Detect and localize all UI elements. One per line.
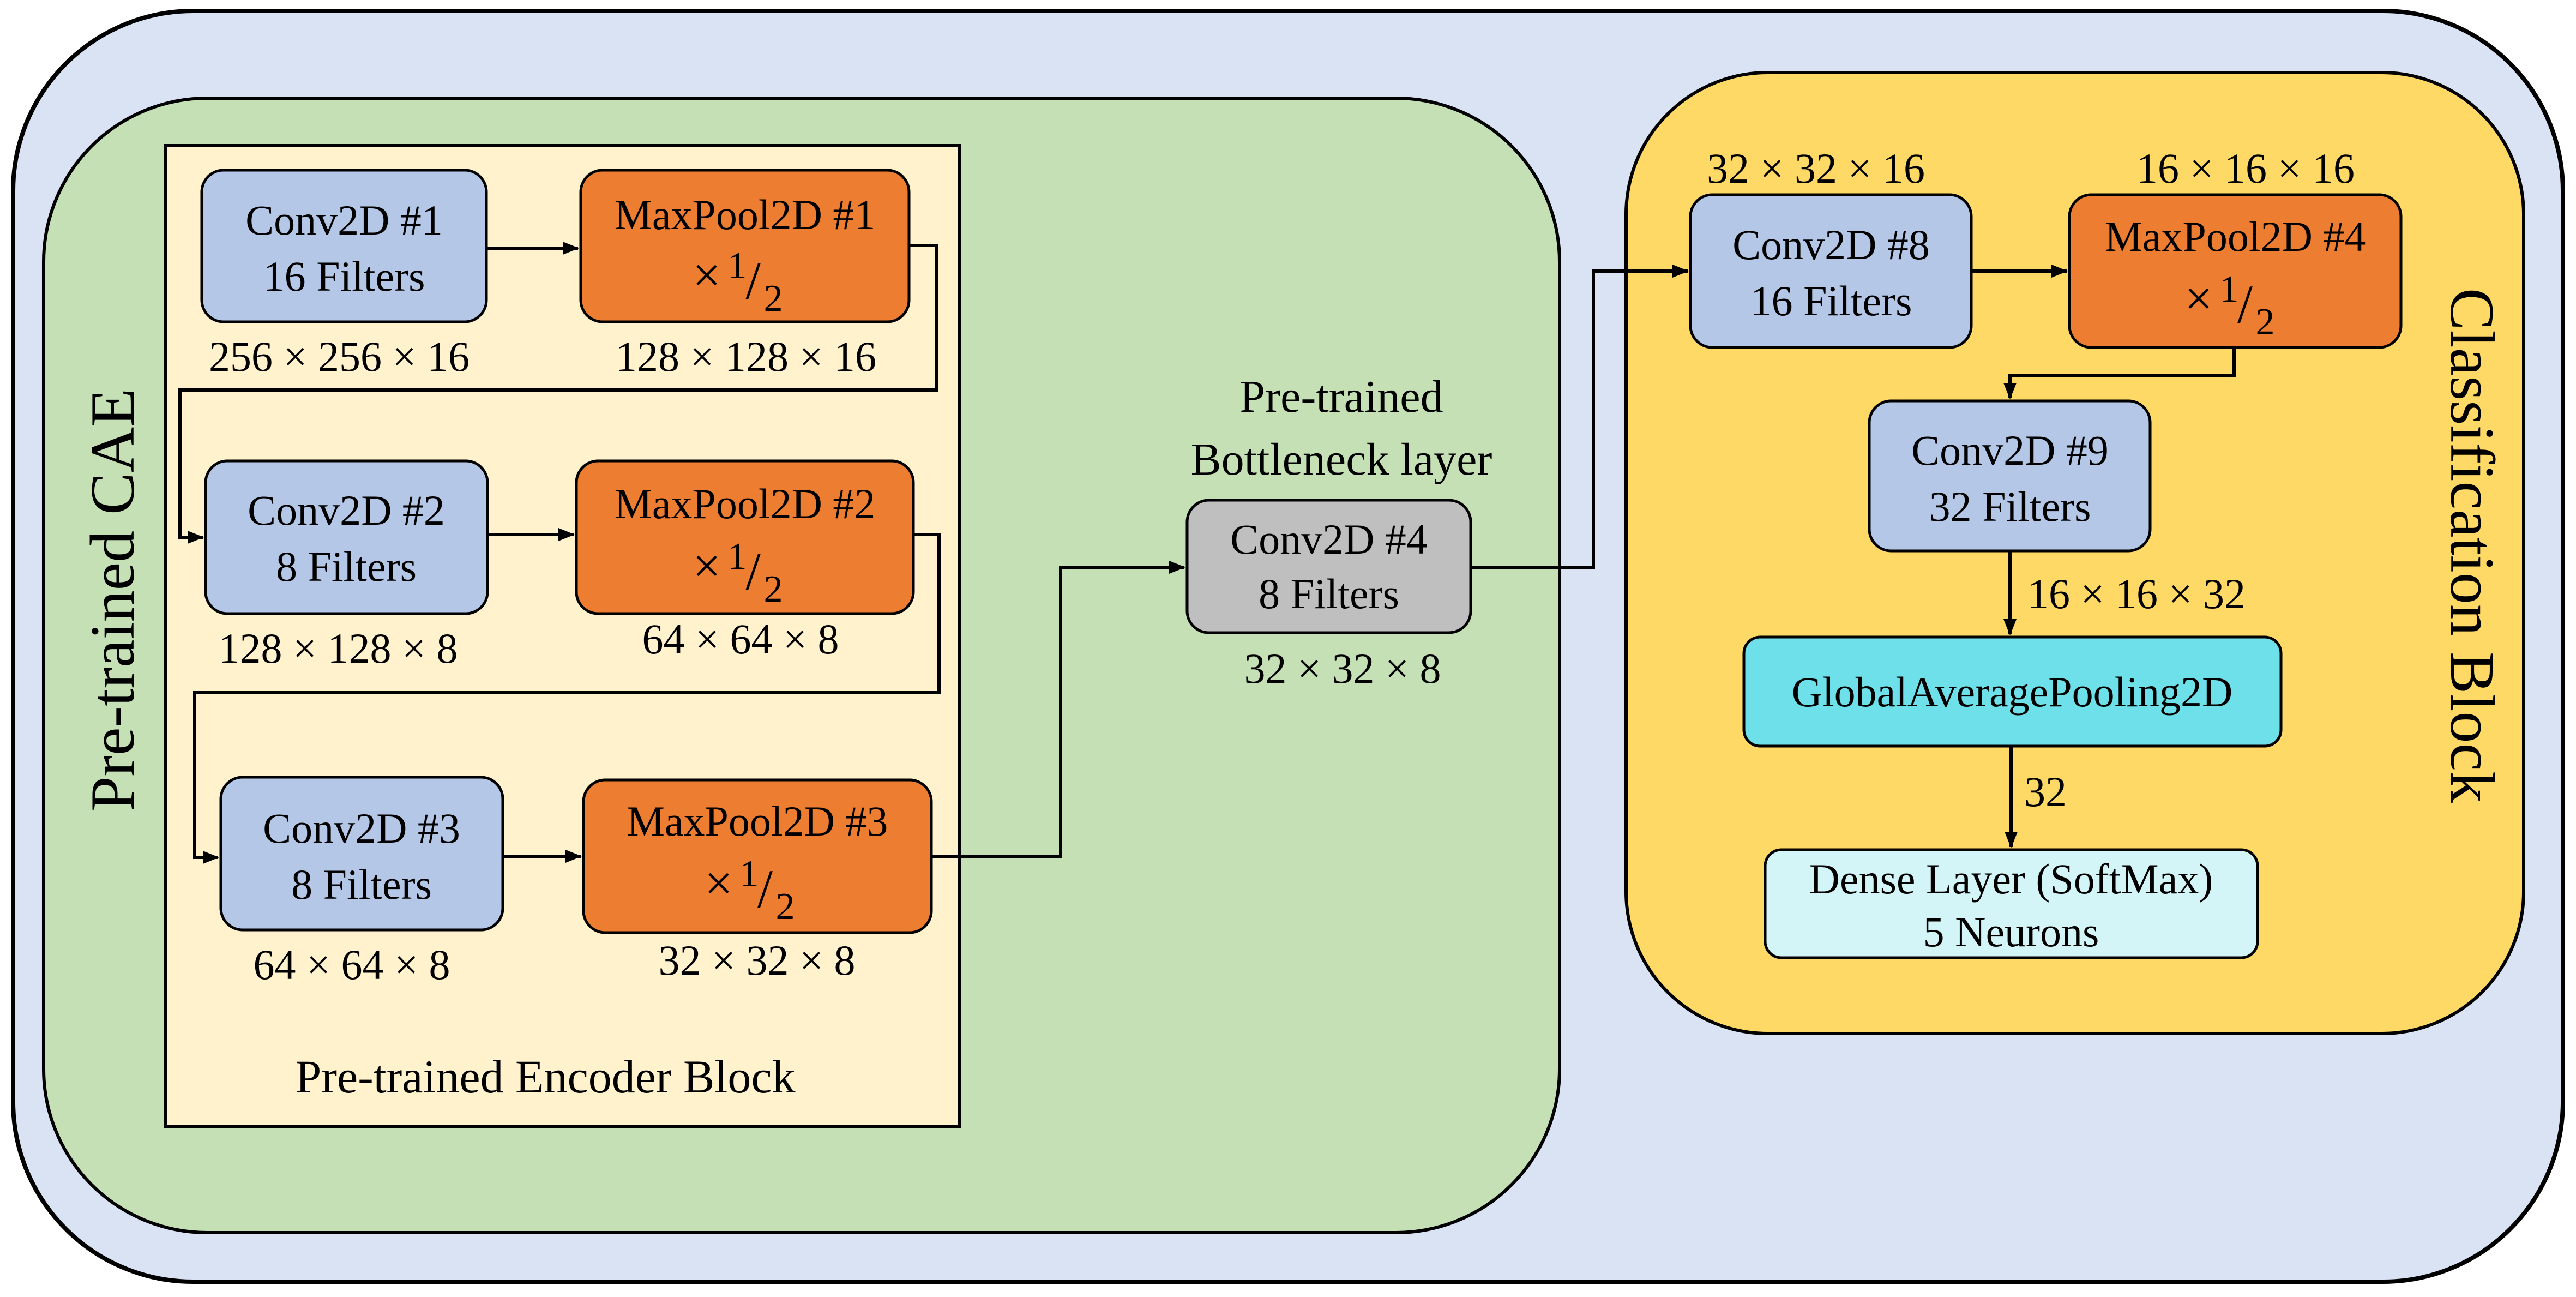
cae-side-label: Pre-trained CAE [78,388,148,812]
pool1-dim: 128 × 128 × 16 [616,333,876,380]
pool3-slash: / [757,858,773,919]
pool1-node: MaxPool2D #1 × 1 / 2 [579,169,911,323]
conv3-title: Conv2D #3 [263,804,460,852]
conv3-box [219,776,504,932]
pool4-title: MaxPool2D #4 [2105,213,2366,260]
bottleneck-title-line1: Pre-trained [1239,371,1443,422]
pool4-slash: / [2237,274,2253,334]
conv9-dim: 16 × 16 × 32 [2027,570,2246,617]
dense-neurons: 5 Neurons [1923,908,2099,956]
conv1-filters: 16 Filters [263,253,425,300]
conv8-title: Conv2D #8 [1732,221,1930,268]
conv1-node: Conv2D #1 16 Filters [200,169,488,323]
pool2-den: 2 [764,568,783,610]
edge-pool4-conv9 [2003,347,2236,399]
conv2-box [204,459,489,615]
dense-node: Dense Layer (SoftMax) 5 Neurons [1764,848,2259,959]
pool4-num: 1 [2220,268,2239,310]
conv4-title: Conv2D #4 [1230,515,1428,563]
conv1-box [200,169,488,323]
pool2-title: MaxPool2D #2 [615,480,876,527]
conv8-dim: 32 × 32 × 16 [1707,145,1925,192]
pool4-op: × [2184,271,2213,326]
conv3-filters: 8 Filters [291,861,432,908]
conv2-dim: 128 × 128 × 8 [219,625,458,672]
conv1-title: Conv2D #1 [245,196,443,244]
pool4-den: 2 [2256,301,2275,343]
conv4-filters: 8 Filters [1259,570,1399,617]
pool3-title: MaxPool2D #3 [627,797,888,845]
pool2-node: MaxPool2D #2 × 1 / 2 [575,459,915,615]
connectors [178,242,2236,864]
conv9-filters: 32 Filters [1929,483,2091,530]
conv2-filters: 8 Filters [276,543,417,590]
pool3-op: × [705,855,733,911]
conv1-dim: 256 × 256 × 16 [209,333,470,380]
edge-pool3-conv4 [931,561,1185,858]
pool4-node: MaxPool2D #4 × 1 / 2 [2068,193,2403,349]
conv8-filters: 16 Filters [1750,277,1912,325]
pool3-dim: 32 × 32 × 8 [659,936,856,984]
pool1-op: × [693,247,721,303]
conv9-node: Conv2D #9 32 Filters [1868,399,2152,553]
pool2-slash: / [745,541,761,602]
pool3-node: MaxPool2D #3 × 1 / 2 [582,778,933,934]
conv3-node: Conv2D #3 8 Filters [219,776,504,932]
pool2-box [575,459,915,615]
pool2-dim: 64 × 64 × 8 [642,615,839,663]
dense-box [1764,848,2259,959]
dense-title: Dense Layer (SoftMax) [1809,855,2213,903]
conv8-box [1689,193,1973,349]
bottleneck-title-line2: Bottleneck layer [1191,434,1492,485]
edge-pool1-conv2 [178,244,938,544]
pool1-slash: / [745,250,761,311]
conv4-node: Conv2D #4 8 Filters [1185,499,1472,634]
pool1-den: 2 [764,278,783,320]
gap-node: GlobalAveragePooling2D [1742,635,2283,748]
pool1-num: 1 [728,245,747,287]
pool2-num: 1 [728,536,747,578]
pool2-op: × [693,538,721,593]
conv9-title: Conv2D #9 [1911,427,2109,474]
conv4-dim: 32 × 32 × 8 [1244,645,1441,692]
edge-pool2-conv3 [193,533,941,864]
pool3-num: 1 [740,853,759,895]
gap-title: GlobalAveragePooling2D [1792,668,2233,716]
conv2-title: Conv2D #2 [248,487,445,534]
conv3-dim: 64 × 64 × 8 [254,941,450,988]
edge-conv4-conv8 [1471,265,1689,569]
pool3-den: 2 [776,886,795,928]
pool4-dim: 16 × 16 × 16 [2136,145,2355,192]
pool1-title: MaxPool2D #1 [615,191,876,238]
gap-dim: 32 [2024,768,2067,815]
classification-side-label: Classification Block [2437,288,2507,803]
encoder-block-label: Pre-trained Encoder Block [296,1050,796,1103]
conv8-node: Conv2D #8 16 Filters [1689,193,1973,349]
conv2-node: Conv2D #2 8 Filters [204,459,489,615]
